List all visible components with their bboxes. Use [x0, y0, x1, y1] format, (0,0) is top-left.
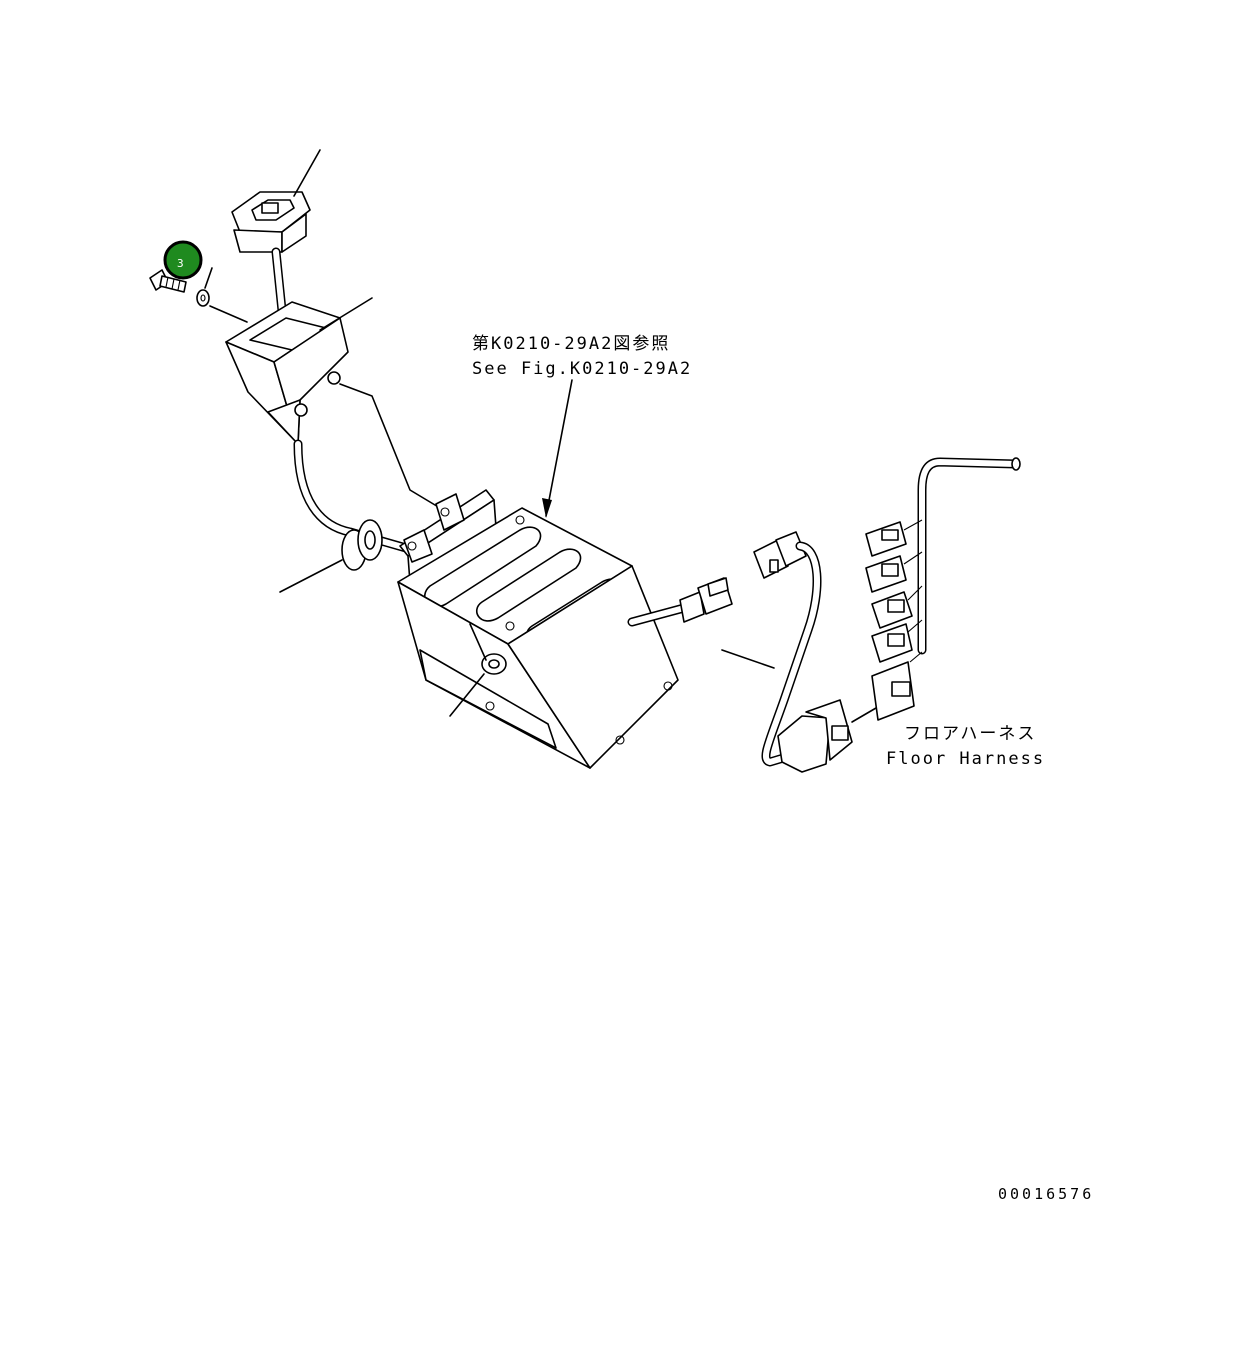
- bolt-item-3[interactable]: 3: [149, 240, 248, 323]
- callout-number: 3: [177, 257, 184, 270]
- floor-harness-label-jp: フロアハーネス: [904, 724, 1036, 744]
- floor-harness: [865, 457, 1021, 721]
- connector-large: [777, 699, 877, 773]
- connector-pair-left: [679, 531, 807, 669]
- reference-note-en: See Fig.K0210-29A2: [472, 359, 692, 379]
- grommet: [279, 519, 383, 593]
- switch-assembly: [231, 149, 321, 253]
- reference-note-jp: 第K0210-29A2図参照: [472, 334, 670, 354]
- mounting-box: [397, 379, 679, 769]
- switch-holder-bracket: [225, 297, 373, 445]
- floor-harness-label-en: Floor Harness: [886, 749, 1045, 769]
- callout-balloon[interactable]: [163, 240, 203, 280]
- drawing-number: 00016576: [998, 1185, 1094, 1203]
